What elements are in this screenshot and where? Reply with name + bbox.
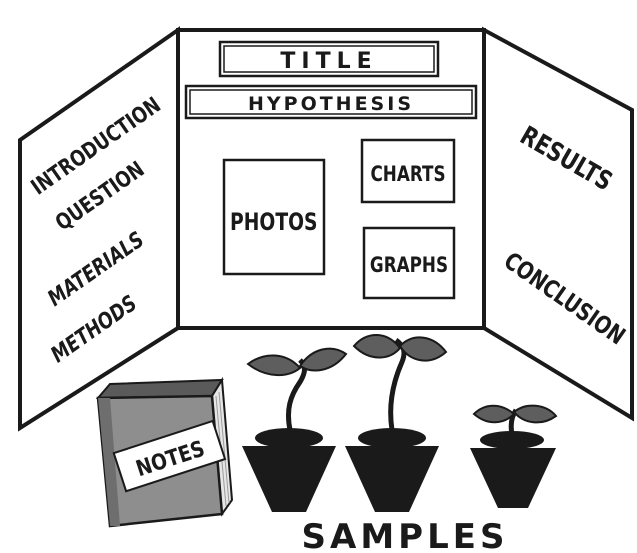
photos-box: PHOTOS: [224, 160, 324, 274]
title-label: TITLE: [280, 49, 377, 74]
sample-plant-2: [345, 335, 446, 512]
graphs-label: GRAPHS: [370, 253, 448, 277]
samples-label: SAMPLES: [302, 517, 509, 553]
charts-box: CHARTS: [362, 140, 454, 202]
charts-label: CHARTS: [370, 162, 445, 186]
hypothesis-box: HYPOTHESIS: [186, 86, 476, 118]
notes-book: NOTES: [98, 380, 232, 526]
left-panel: [20, 30, 178, 428]
sample-plant-1: [242, 349, 346, 512]
graphs-box: GRAPHS: [364, 228, 454, 298]
photos-label: PHOTOS: [230, 209, 317, 237]
hypothesis-label: HYPOTHESIS: [248, 93, 414, 115]
title-box: TITLE: [220, 42, 438, 76]
sample-plant-3: [470, 406, 556, 508]
right-panel: [484, 30, 632, 418]
